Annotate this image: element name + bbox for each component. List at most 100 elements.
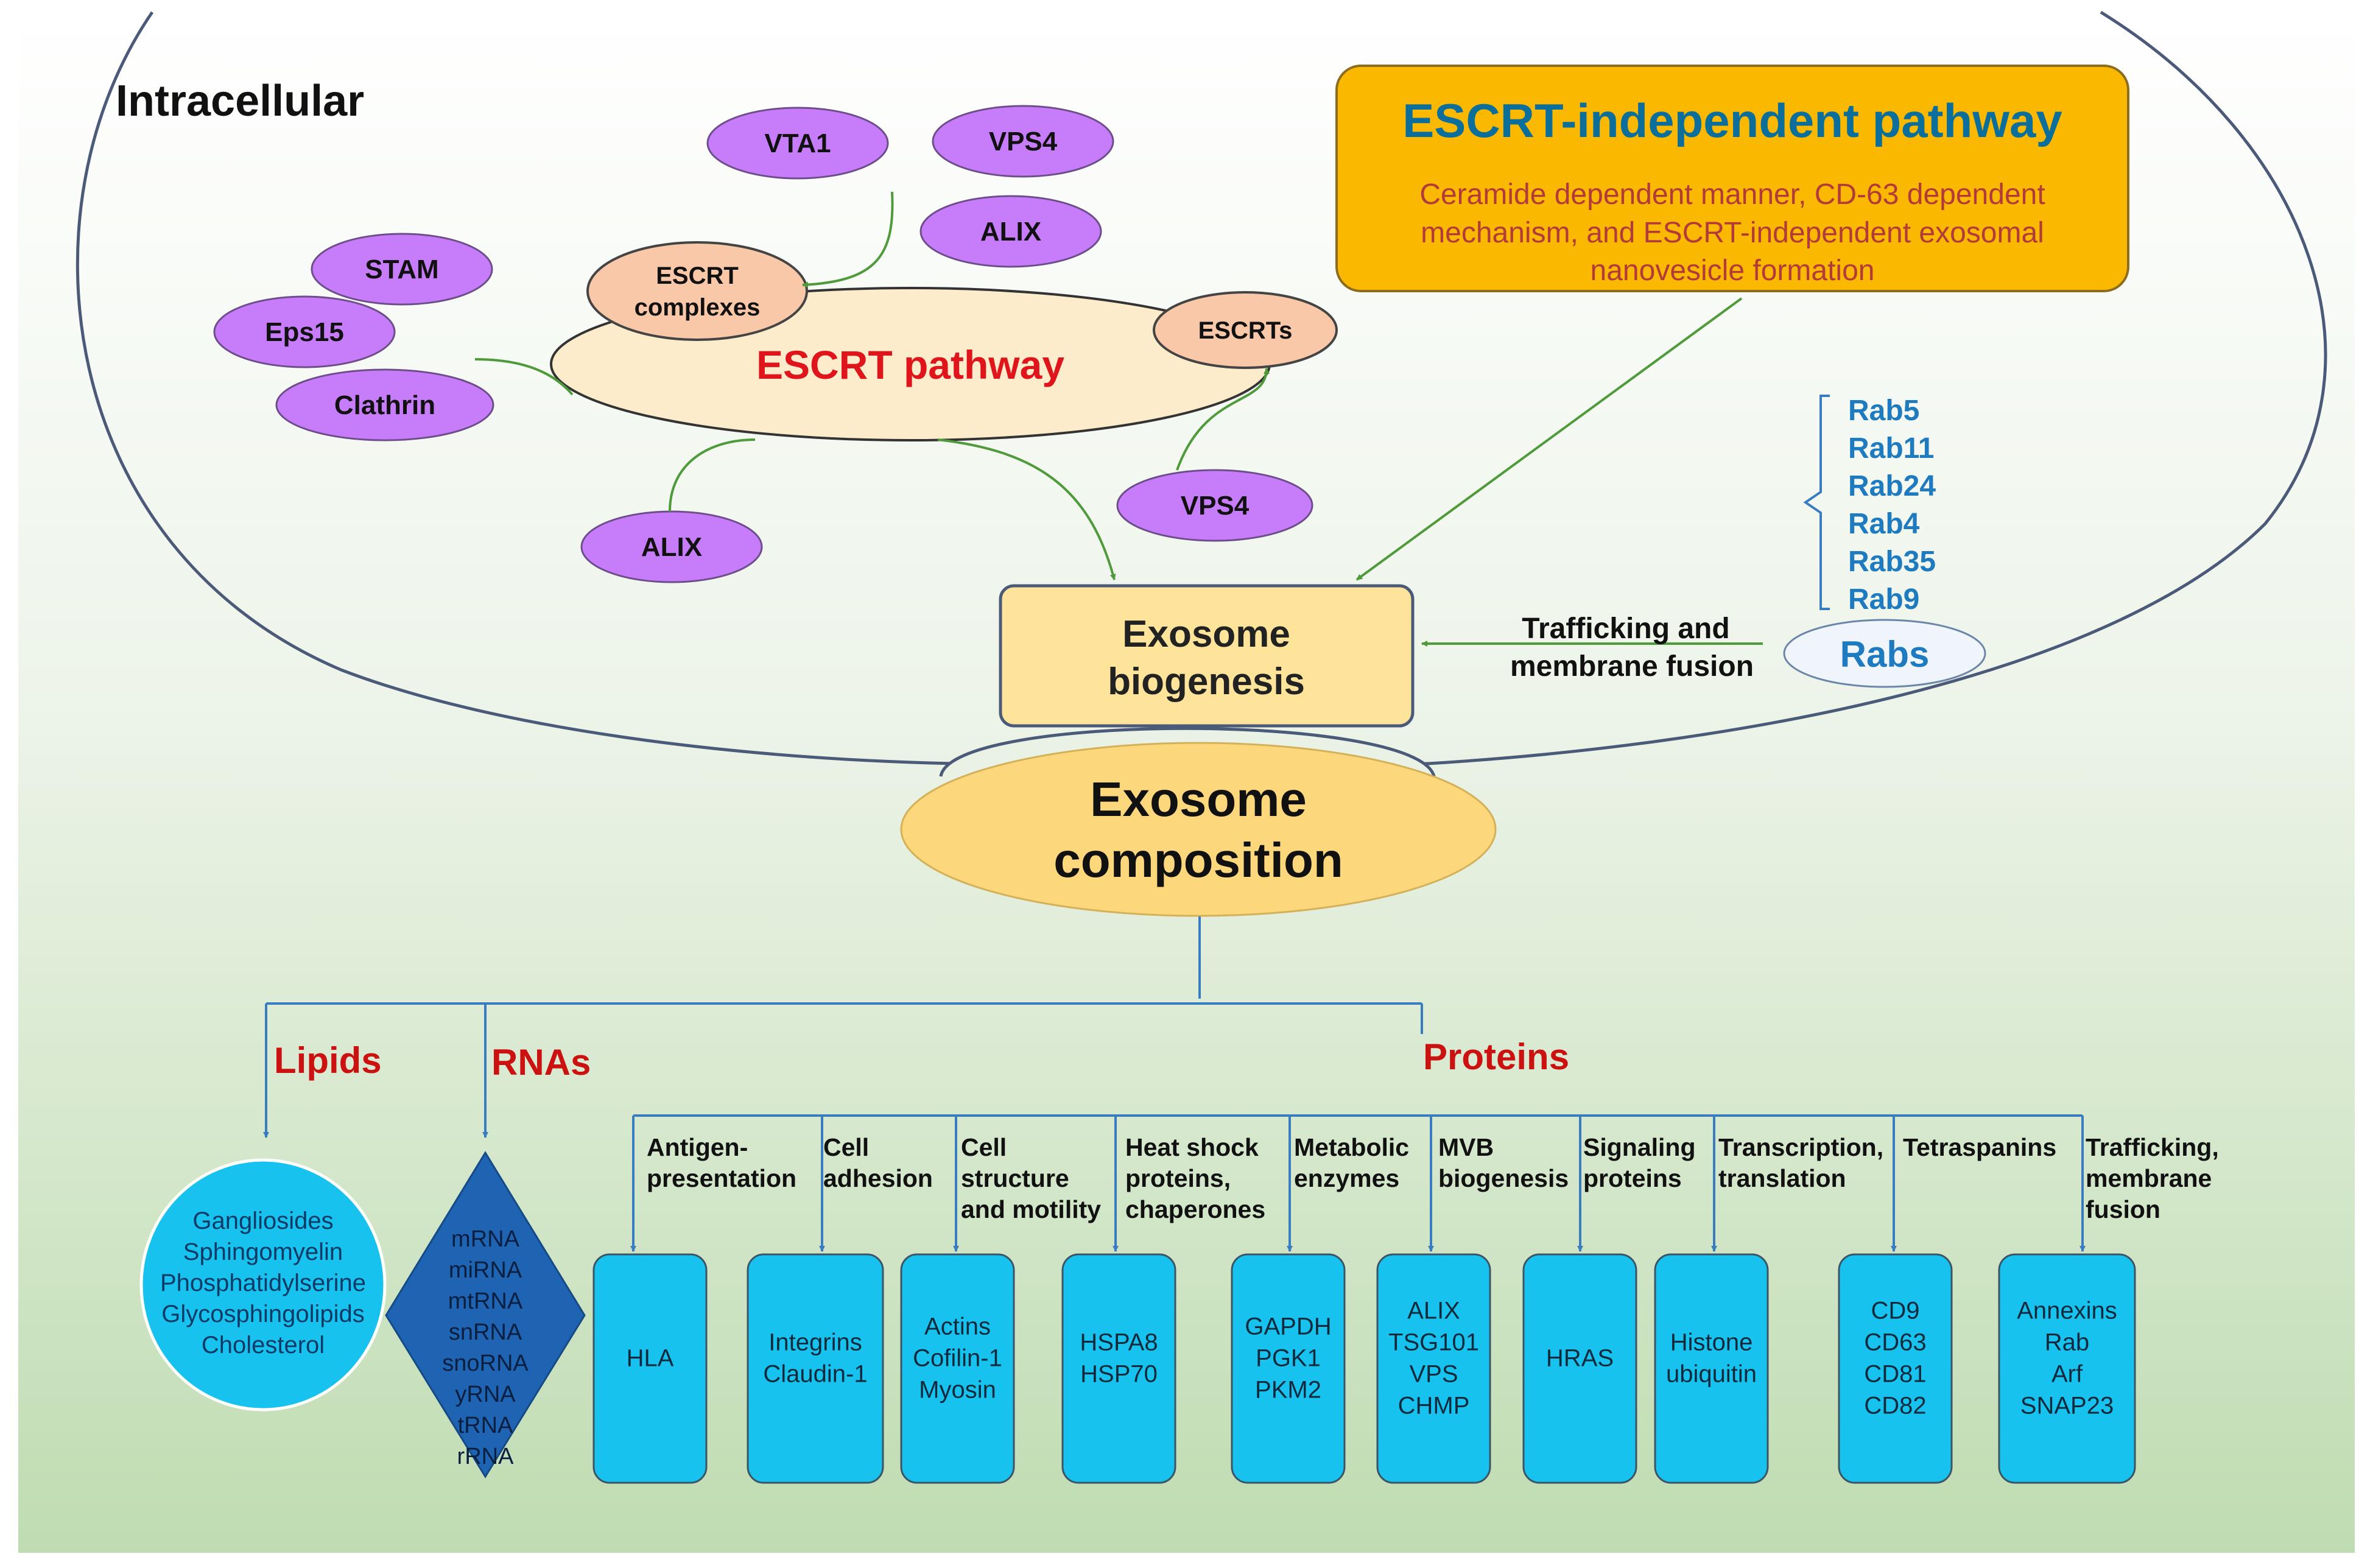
exosome-composition-oval [900,742,1497,917]
protein-item: CD81 [1864,1361,1926,1388]
composition-line-2: composition [1053,833,1343,887]
protein-item: Arf [2051,1361,2083,1388]
protein-group-label: presentation [647,1164,796,1192]
clathrin-connector [474,358,574,396]
escrt-independent-desc-line-3: nanovesicle formation [1591,255,1875,287]
alix-top-label: ALIX [980,217,1041,247]
escrts-oval [1153,291,1338,369]
clathrin-oval [275,368,494,441]
rabs-label: Rabs [1840,634,1930,675]
protein-group: Transcription,translationHistoneubiquiti… [1654,1133,1883,1484]
rna-item: snRNA [449,1320,522,1345]
intracellular-label: Intracellular [116,77,364,125]
alix-top-oval [919,195,1102,268]
independent-to-biogenesis-arrow [1355,297,1743,581]
protein-group-label: Trafficking, [2086,1133,2219,1161]
biogenesis-line-1: Exosome [1122,613,1290,655]
rabs-bracket [1803,395,1830,610]
escrt-complexes-line-2: complexes [635,294,761,321]
protein-item: HRAS [1546,1345,1614,1372]
vps4-bottom-label: VPS4 [1181,491,1250,521]
protein-item: SNAP23 [2020,1393,2114,1419]
trafficking-line-1: Trafficking and [1522,613,1729,645]
protein-group-label: Cell [823,1133,869,1161]
protein-group: Trafficking,membranefusionAnnexinsRabArf… [1998,1133,2219,1484]
trafficking-line-2: membrane fusion [1510,650,1754,683]
protein-group-box [747,1253,884,1484]
escrt-independent-desc-line-2: mechanism, and ESCRT-independent exosoma… [1421,217,2044,249]
alix-bottom-label: ALIX [641,532,702,562]
protein-group-label: Transcription, [1718,1133,1883,1161]
escrt-pathway-to-biogenesis-arrow [937,438,1116,580]
protein-item: Actins [924,1313,991,1340]
protein-groups: Antigen-presentationHLACelladhesionInteg… [592,1133,2219,1484]
escrt-independent-box [1335,65,2129,292]
protein-group-box [900,1253,1015,1484]
lipid-item: Glycosphingolipids [161,1301,365,1327]
protein-item: Claudin-1 [763,1361,867,1388]
escrt-independent-title: ESCRT-independent pathway [1402,94,2062,147]
protein-item: CD9 [1871,1298,1919,1324]
escrt-pathway-label: ESCRT pathway [756,342,1064,387]
rab-member-3: Rab24 [1848,470,1936,502]
protein-group-label: biogenesis [1438,1164,1569,1192]
vps4-to-escrts-arrow [1176,368,1270,471]
protein-item: Annexins [2017,1298,2117,1324]
rna-item: rRNA [457,1444,515,1469]
protein-item: PKM2 [1255,1377,1321,1404]
rna-item: yRNA [455,1382,516,1407]
protein-item: HSP70 [1080,1361,1158,1388]
protein-item: Rab [2045,1329,2089,1356]
vps4-bottom-oval [1116,469,1313,542]
composition-line-1: Exosome [1090,772,1307,826]
alix-bottom-oval [580,510,763,583]
composition-tree [263,916,2083,1138]
protein-group-label: adhesion [823,1164,933,1192]
vta1-oval [706,107,889,180]
lipids-circle [139,1158,387,1412]
protein-group-label: Tetraspanins [1903,1133,2056,1161]
rab-member-5: Rab35 [1848,546,1936,578]
protein-item: GAPDH [1245,1313,1331,1340]
lipid-item: Phosphatidylserine [160,1270,366,1296]
clathrin-label: Clathrin [334,390,435,420]
rab-member-2: Rab11 [1848,432,1934,465]
protein-group-box [1061,1253,1176,1484]
protein-group-box [592,1253,708,1484]
protein-group-box [1998,1253,2136,1484]
rab-member-4: Rab4 [1848,508,1920,540]
biogenesis-line-2: biogenesis [1108,661,1305,703]
protein-group-label: proteins, [1125,1164,1231,1192]
protein-item: Integrins [768,1329,862,1356]
escrt-complexes-oval [586,241,808,341]
protein-group-label: and motility [961,1195,1101,1223]
protein-group-label: Signaling [1583,1133,1696,1161]
protein-group-box [1654,1253,1769,1484]
eps15-label: Eps15 [265,317,344,347]
protein-group-label: Heat shock [1125,1133,1259,1161]
protein-group-label: proteins [1583,1164,1682,1192]
rna-item: mRNA [451,1226,520,1252]
protein-group-box [1838,1253,1953,1484]
lipids-list: GangliosidesSphingomyelinPhosphatidylser… [160,1208,366,1359]
protein-group-box [1376,1253,1491,1484]
rab-member-1: Rab5 [1848,395,1919,427]
protein-group-label: structure [961,1164,1069,1192]
protein-item: HLA [627,1345,674,1372]
protein-item: VPS [1409,1361,1458,1388]
protein-group-box [1231,1253,1346,1484]
lipid-item: Cholesterol [202,1332,325,1359]
stam-label: STAM [365,255,438,284]
protein-item: Myosin [919,1377,996,1404]
vps4-top-oval [932,105,1114,178]
rna-item: snoRNA [442,1351,529,1376]
rnas-category-label: RNAs [491,1042,591,1083]
rna-item: tRNA [458,1413,513,1438]
eps15-oval [213,295,396,368]
lipid-item: Sphingomyelin [183,1239,343,1265]
